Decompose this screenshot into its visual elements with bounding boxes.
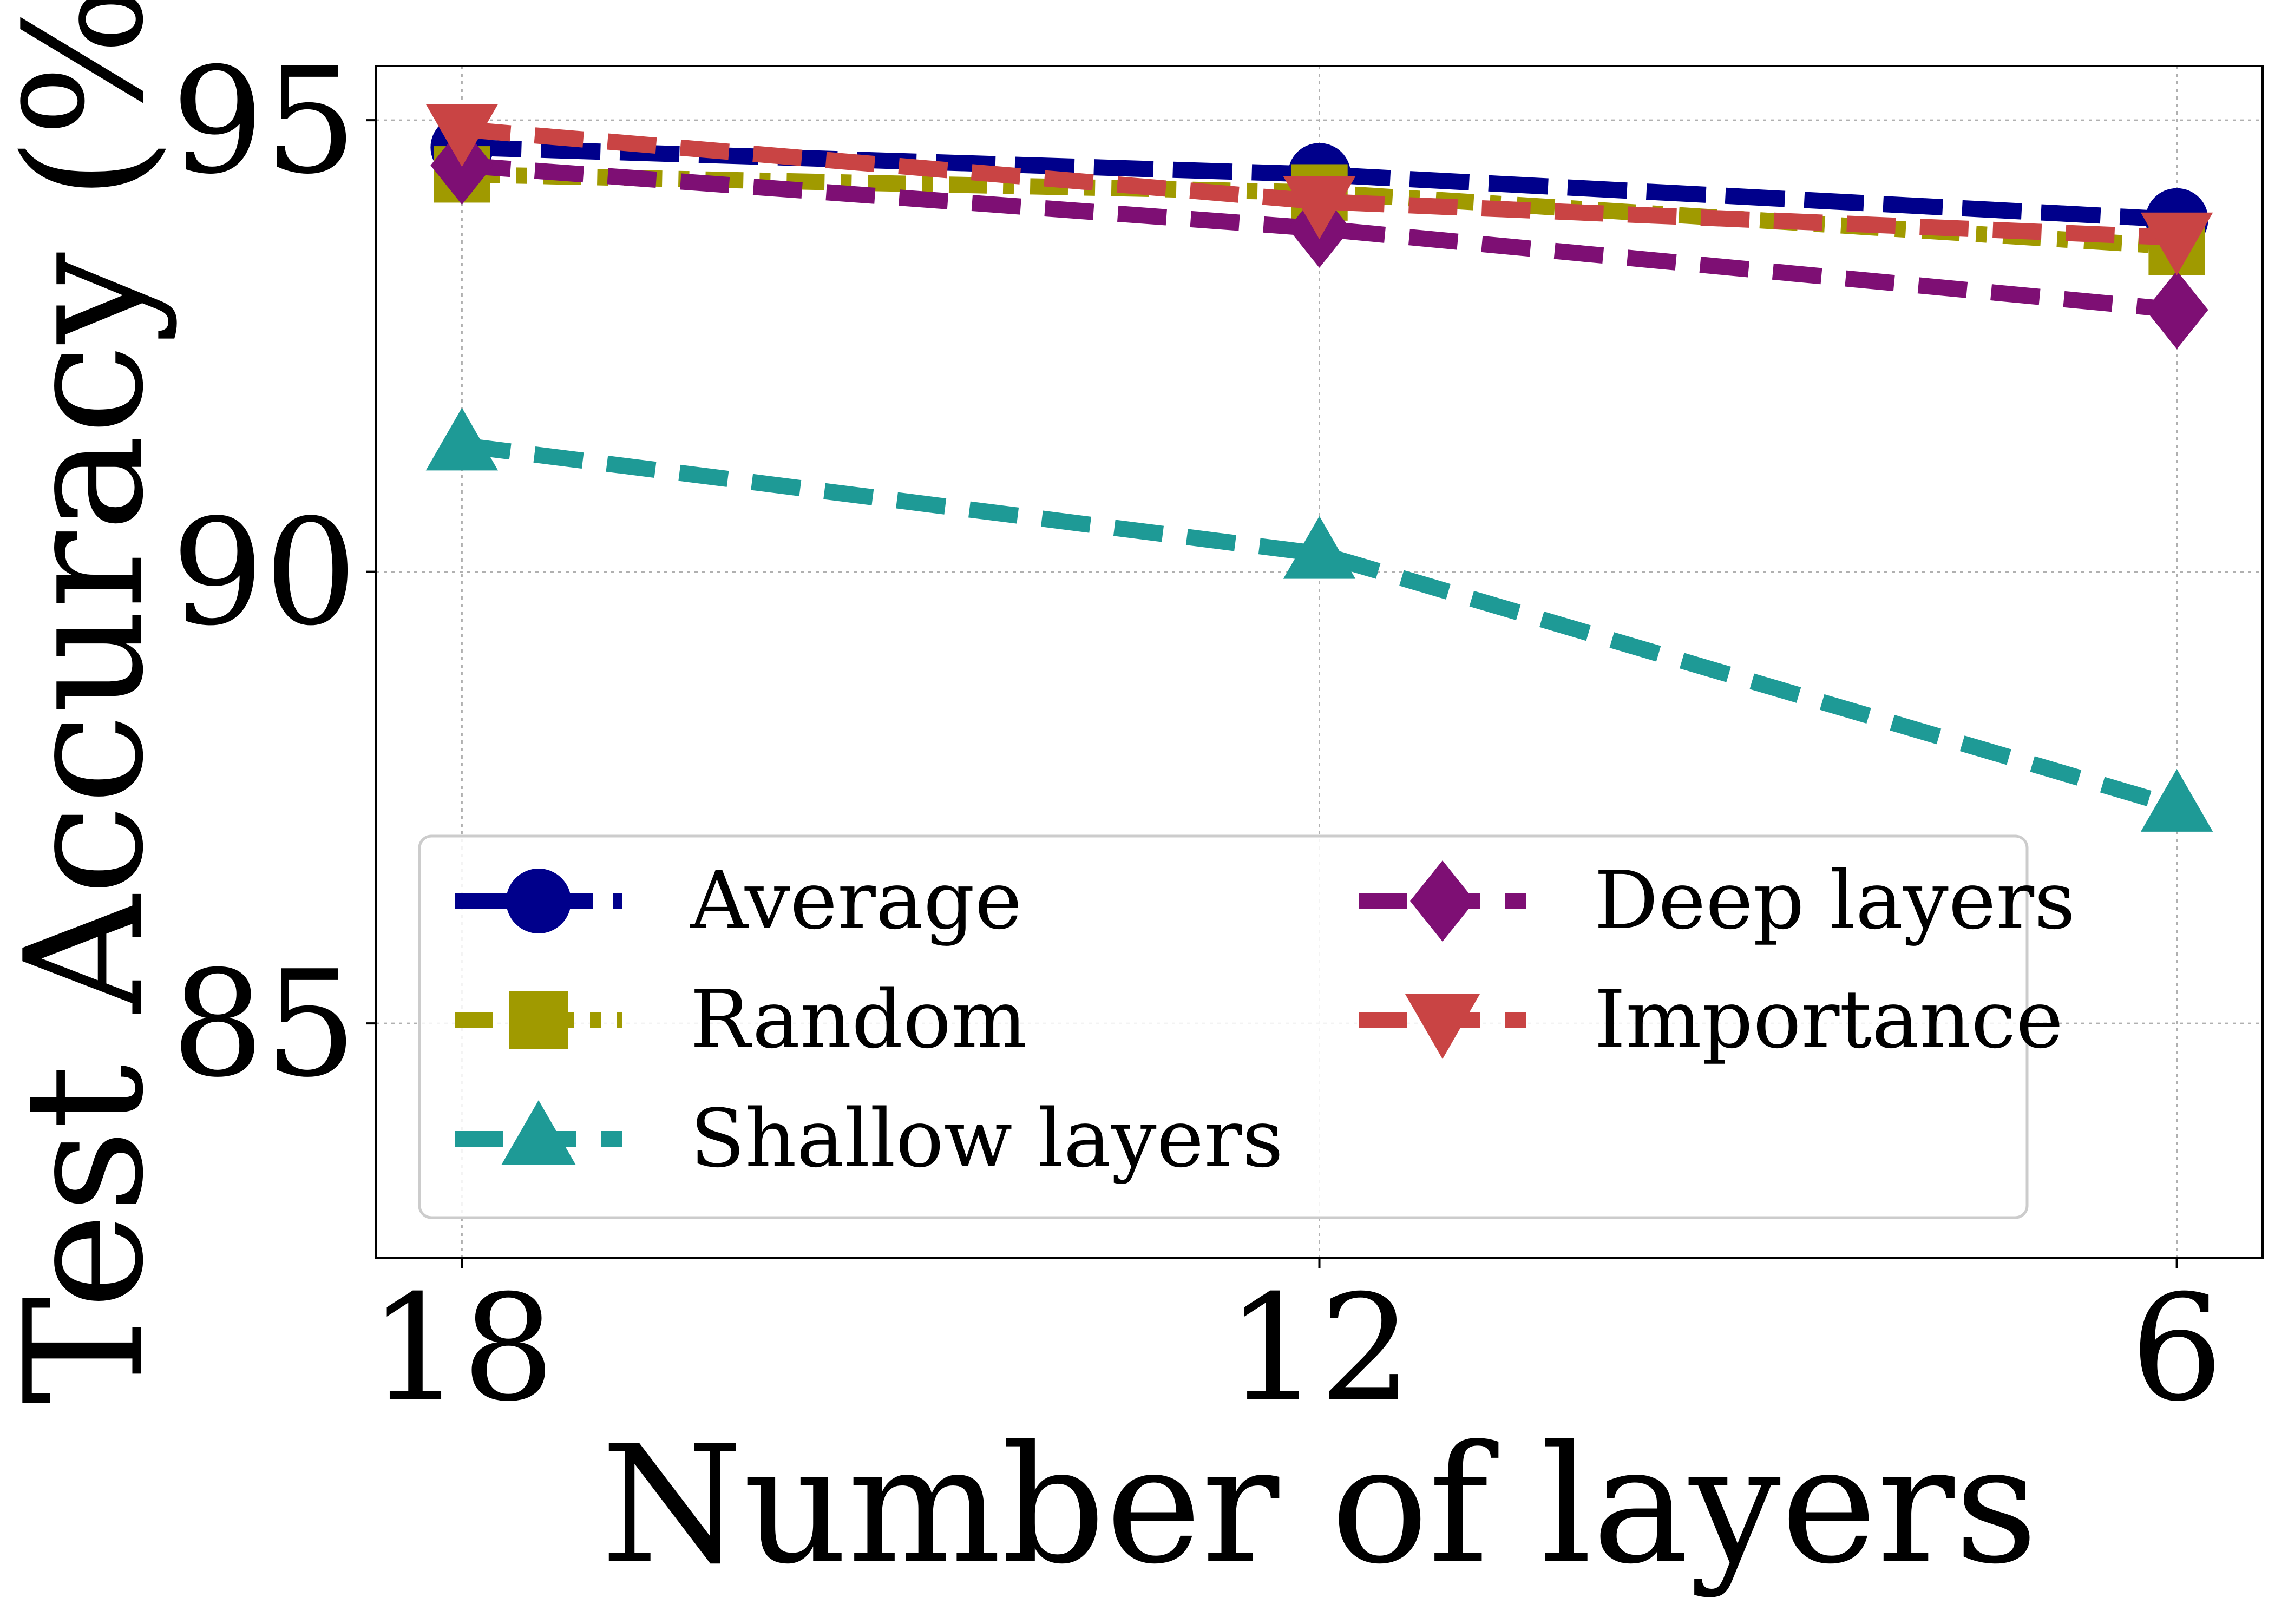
x-tick-label: 18 [369,1263,555,1434]
legend-item: Deep layers [1359,854,2075,947]
series-line [461,121,2178,246]
data-point [2140,212,2213,275]
series-shallow-layers [425,407,2213,832]
data-point [1283,176,1356,239]
data-point [1283,516,1356,579]
series-lines [425,104,2213,832]
legend-box [418,834,2029,1219]
legend-marker [1405,994,1480,1059]
x-tick-label: 6 [2130,1263,2224,1434]
x-axis-label: Number of layers [601,1411,2038,1600]
legend-label: Random [690,973,1027,1066]
legend-label: Average [690,854,1022,947]
legend-item: Average [455,854,1022,947]
legend-marker [509,991,568,1049]
data-point [2140,768,2213,832]
legend-item: Importance [1359,973,2063,1066]
legend-label: Shallow layers [690,1092,1283,1185]
y-tick-label: 95 [171,36,357,206]
legend-label: Deep layers [1594,854,2075,947]
x-tick-label: 12 [1227,1263,1413,1434]
legend-marker [506,869,571,933]
legend-item: Random [455,973,1027,1066]
data-point [425,104,499,167]
series-importance [425,104,2213,275]
tick-labels: 18 12 6 85 90 95 [171,36,2223,1434]
y-tick-label: 90 [171,488,357,658]
data-point [2145,271,2208,350]
legend-label: Importance [1594,973,2063,1066]
series-line [461,157,2178,318]
y-axis-label: Test Accuracy (%) [0,0,179,1405]
legend-item: Shallow layers [455,1092,1283,1185]
y-tick-label: 85 [171,939,357,1109]
legend-marker [1410,860,1475,942]
data-point [425,407,499,471]
legend-marker [501,1100,576,1165]
series-line [461,139,2178,228]
